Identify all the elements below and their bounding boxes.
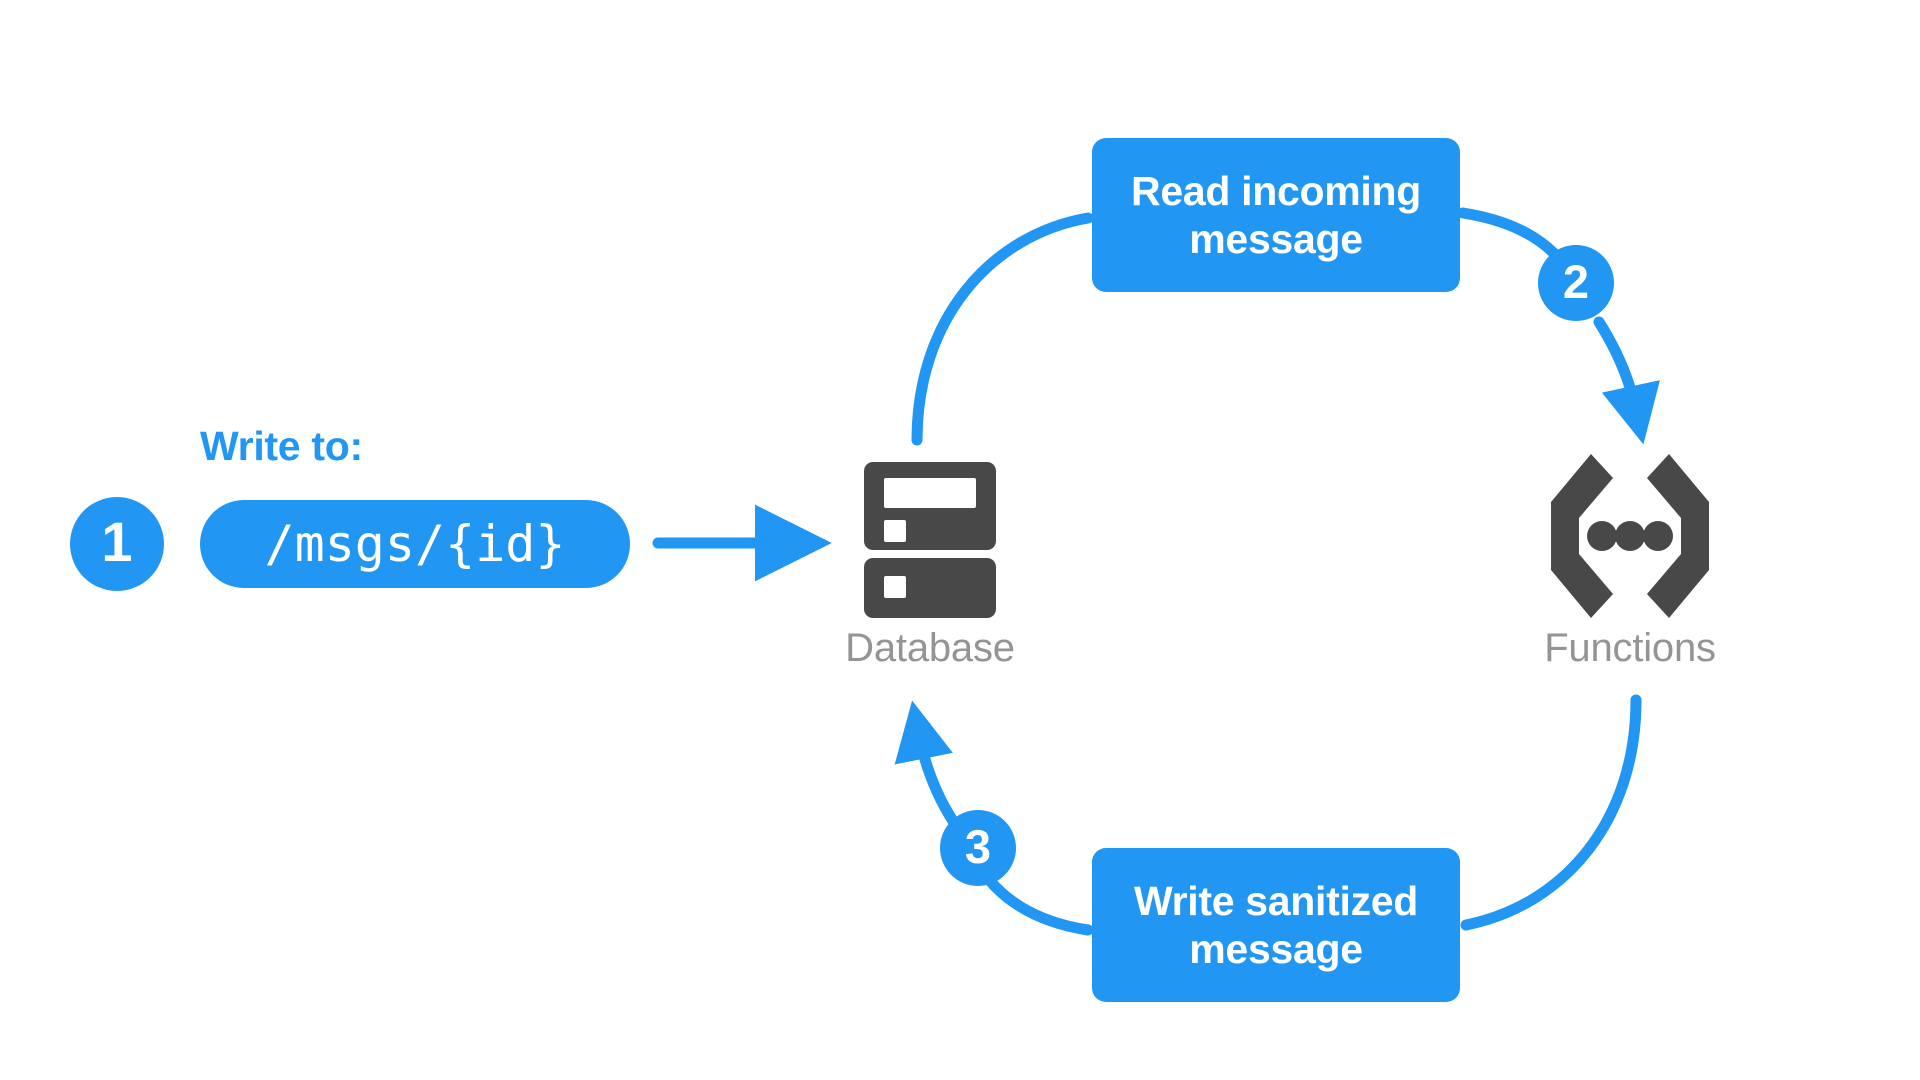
database-icon — [864, 462, 996, 618]
node-functions[interactable]: Functions — [1520, 452, 1740, 671]
step-badge-2-number: 2 — [1562, 254, 1590, 308]
database-path-text: /msgs/{id} — [264, 515, 566, 573]
step-badge-1: 1 — [70, 497, 164, 591]
flow-box-read-label: Read incoming message — [1131, 167, 1421, 262]
step-badge-1-number: 1 — [101, 510, 133, 573]
connector-functions-to-write — [1460, 694, 1642, 931]
functions-caption: Functions — [1544, 626, 1716, 670]
connector-database-to-read — [911, 212, 1094, 446]
write-to-label: Write to: — [200, 423, 363, 469]
flow-box-read-incoming-message[interactable]: Read incoming message — [1092, 138, 1460, 292]
database-path-pill[interactable]: /msgs/{id} — [200, 500, 630, 588]
database-caption: Database — [845, 626, 1015, 670]
flow-box-write-sanitized-message[interactable]: Write sanitized message — [1092, 848, 1460, 1002]
step-badge-3-number: 3 — [964, 819, 992, 873]
step-badge-2: 2 — [1538, 245, 1614, 321]
connector-read-to-functions — [1457, 207, 1660, 445]
functions-braces-icon — [1551, 454, 1709, 618]
step-badge-3: 3 — [940, 810, 1016, 886]
flow-box-write-label: Write sanitized message — [1133, 877, 1419, 972]
node-database[interactable]: Database — [820, 460, 1040, 671]
